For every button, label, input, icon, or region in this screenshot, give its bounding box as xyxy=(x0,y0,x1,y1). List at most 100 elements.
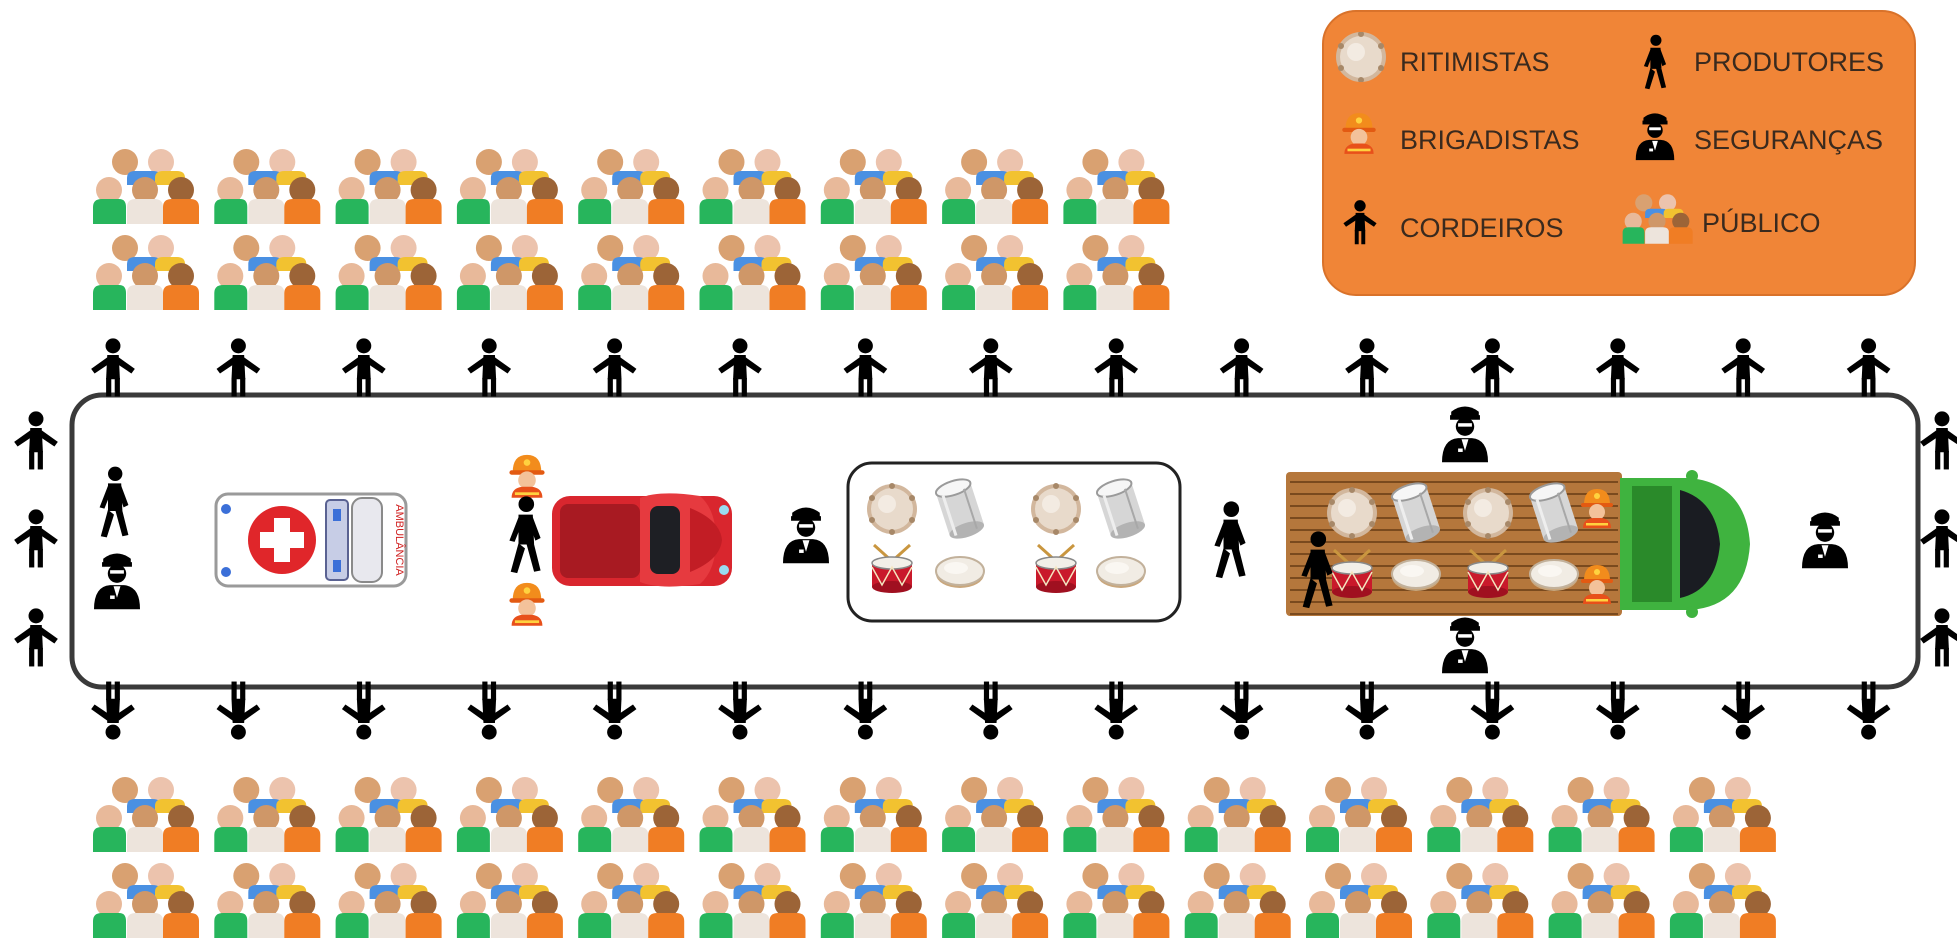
rope-holder-icon xyxy=(91,338,135,396)
rope-holder-icon xyxy=(217,338,261,396)
rope-holder-icon xyxy=(467,682,511,740)
rope-holder-icon xyxy=(217,682,261,740)
crowd-icon xyxy=(578,777,684,852)
firefighter-icon xyxy=(1336,110,1396,170)
security-guard-icon xyxy=(1442,618,1488,674)
crowd-icon xyxy=(1063,149,1169,224)
legend-item-publico: PÚBLICO xyxy=(1620,190,1821,256)
rope-holder-icon xyxy=(1721,682,1765,740)
crowd-icon xyxy=(336,777,442,852)
crowd-icon xyxy=(821,235,927,310)
crowd-icon xyxy=(1620,190,1698,256)
crowd-icon xyxy=(821,777,927,852)
crowd-icon xyxy=(214,149,320,224)
rope-holder-icon xyxy=(14,608,58,666)
legend-item-cordeiros: CORDEIROS xyxy=(1336,198,1564,258)
crowd-icon xyxy=(700,863,806,938)
crowd-icon xyxy=(700,149,806,224)
rope-holder-icon xyxy=(1596,338,1640,396)
ambulance: AMBULÂNCIA xyxy=(216,494,406,586)
rope-holder-icon xyxy=(844,682,888,740)
pandeiro-icon xyxy=(1392,560,1440,591)
crowd-icon xyxy=(214,235,320,310)
rope-holder-icon xyxy=(467,338,511,396)
crowd-icon xyxy=(1063,235,1169,310)
producer-icon xyxy=(1214,501,1245,578)
crowd-icon xyxy=(821,149,927,224)
security-guard-icon xyxy=(783,508,829,564)
rope-holder-icon xyxy=(342,682,386,740)
legend-item-ritimistas: RITIMISTAS xyxy=(1336,32,1550,92)
public-crowd-top xyxy=(93,149,1169,310)
crowd-icon xyxy=(578,863,684,938)
red-car xyxy=(552,493,732,586)
crowd-icon xyxy=(1670,777,1776,852)
security-guard-icon xyxy=(1442,407,1488,463)
crowd-icon xyxy=(821,863,927,938)
legend-label: SEGURANÇAS xyxy=(1694,125,1883,156)
crowd-icon xyxy=(214,777,320,852)
crowd-icon xyxy=(336,863,442,938)
rope-holder-icon xyxy=(844,338,888,396)
rope-holder-icon xyxy=(342,338,386,396)
rope-holder-icon xyxy=(1471,682,1515,740)
crowd-icon xyxy=(1306,863,1412,938)
rope-holder-icon xyxy=(593,682,637,740)
crowd-icon xyxy=(942,863,1048,938)
producer-icon xyxy=(509,496,540,573)
crowd-icon xyxy=(457,777,563,852)
legend-label: PRODUTORES xyxy=(1694,47,1884,78)
crowd-icon xyxy=(942,235,1048,310)
crowd-icon xyxy=(336,149,442,224)
legend-label: RITIMISTAS xyxy=(1400,47,1550,78)
rope-holder-icon xyxy=(1094,338,1138,396)
legend-label: PÚBLICO xyxy=(1702,208,1821,239)
crowd-icon xyxy=(1185,777,1291,852)
firefighter-icon xyxy=(509,455,544,498)
crowd-icon xyxy=(942,777,1048,852)
ambulance-text: AMBULÂNCIA xyxy=(393,504,406,576)
rope-holder-icon xyxy=(1336,198,1396,258)
producer-icon xyxy=(100,467,129,538)
rope-holder-icon xyxy=(1596,682,1640,740)
rope-holder-icon xyxy=(969,682,1013,740)
rope-holder-icon xyxy=(1220,338,1264,396)
crowd-icon xyxy=(578,235,684,310)
security-guard-icon xyxy=(1802,513,1848,569)
rope-holder-icon xyxy=(1920,411,1957,469)
legend-label: BRIGADISTAS xyxy=(1400,125,1580,156)
rope-holder-icon xyxy=(1220,682,1264,740)
rope-holder-icon xyxy=(969,338,1013,396)
pandeiro-icon xyxy=(1097,557,1145,588)
crowd-icon xyxy=(336,235,442,310)
crowd-icon xyxy=(457,149,563,224)
security-guard-icon xyxy=(1630,110,1690,170)
crowd-icon xyxy=(93,235,199,310)
rope-holder-icon xyxy=(1847,682,1891,740)
crowd-icon xyxy=(942,149,1048,224)
legend-label: CORDEIROS xyxy=(1400,213,1564,244)
crowd-icon xyxy=(457,863,563,938)
legend-item-segurancas: SEGURANÇAS xyxy=(1630,110,1883,170)
tambourine-icon xyxy=(1336,32,1396,92)
crowd-icon xyxy=(93,149,199,224)
rope-holder-icon xyxy=(718,682,762,740)
rope-holder-icon xyxy=(1847,338,1891,396)
rope-holder-icon xyxy=(1721,338,1765,396)
crowd-icon xyxy=(93,863,199,938)
rope-holder-icon xyxy=(593,338,637,396)
crowd-icon xyxy=(1306,777,1412,852)
rope-holder-icon xyxy=(1094,682,1138,740)
rope-holder-icon xyxy=(1471,338,1515,396)
rope-holder-icon xyxy=(1345,682,1389,740)
crowd-icon xyxy=(700,777,806,852)
pandeiro-icon xyxy=(936,557,984,588)
crowd-icon xyxy=(1670,863,1776,938)
rope-holder-icon xyxy=(14,411,58,469)
rope-holder-icon xyxy=(91,682,135,740)
rope-holder-icon xyxy=(14,509,58,567)
crowd-icon xyxy=(1185,863,1291,938)
rope-holder-icon xyxy=(1345,338,1389,396)
rope-holder-icon xyxy=(1920,608,1957,666)
